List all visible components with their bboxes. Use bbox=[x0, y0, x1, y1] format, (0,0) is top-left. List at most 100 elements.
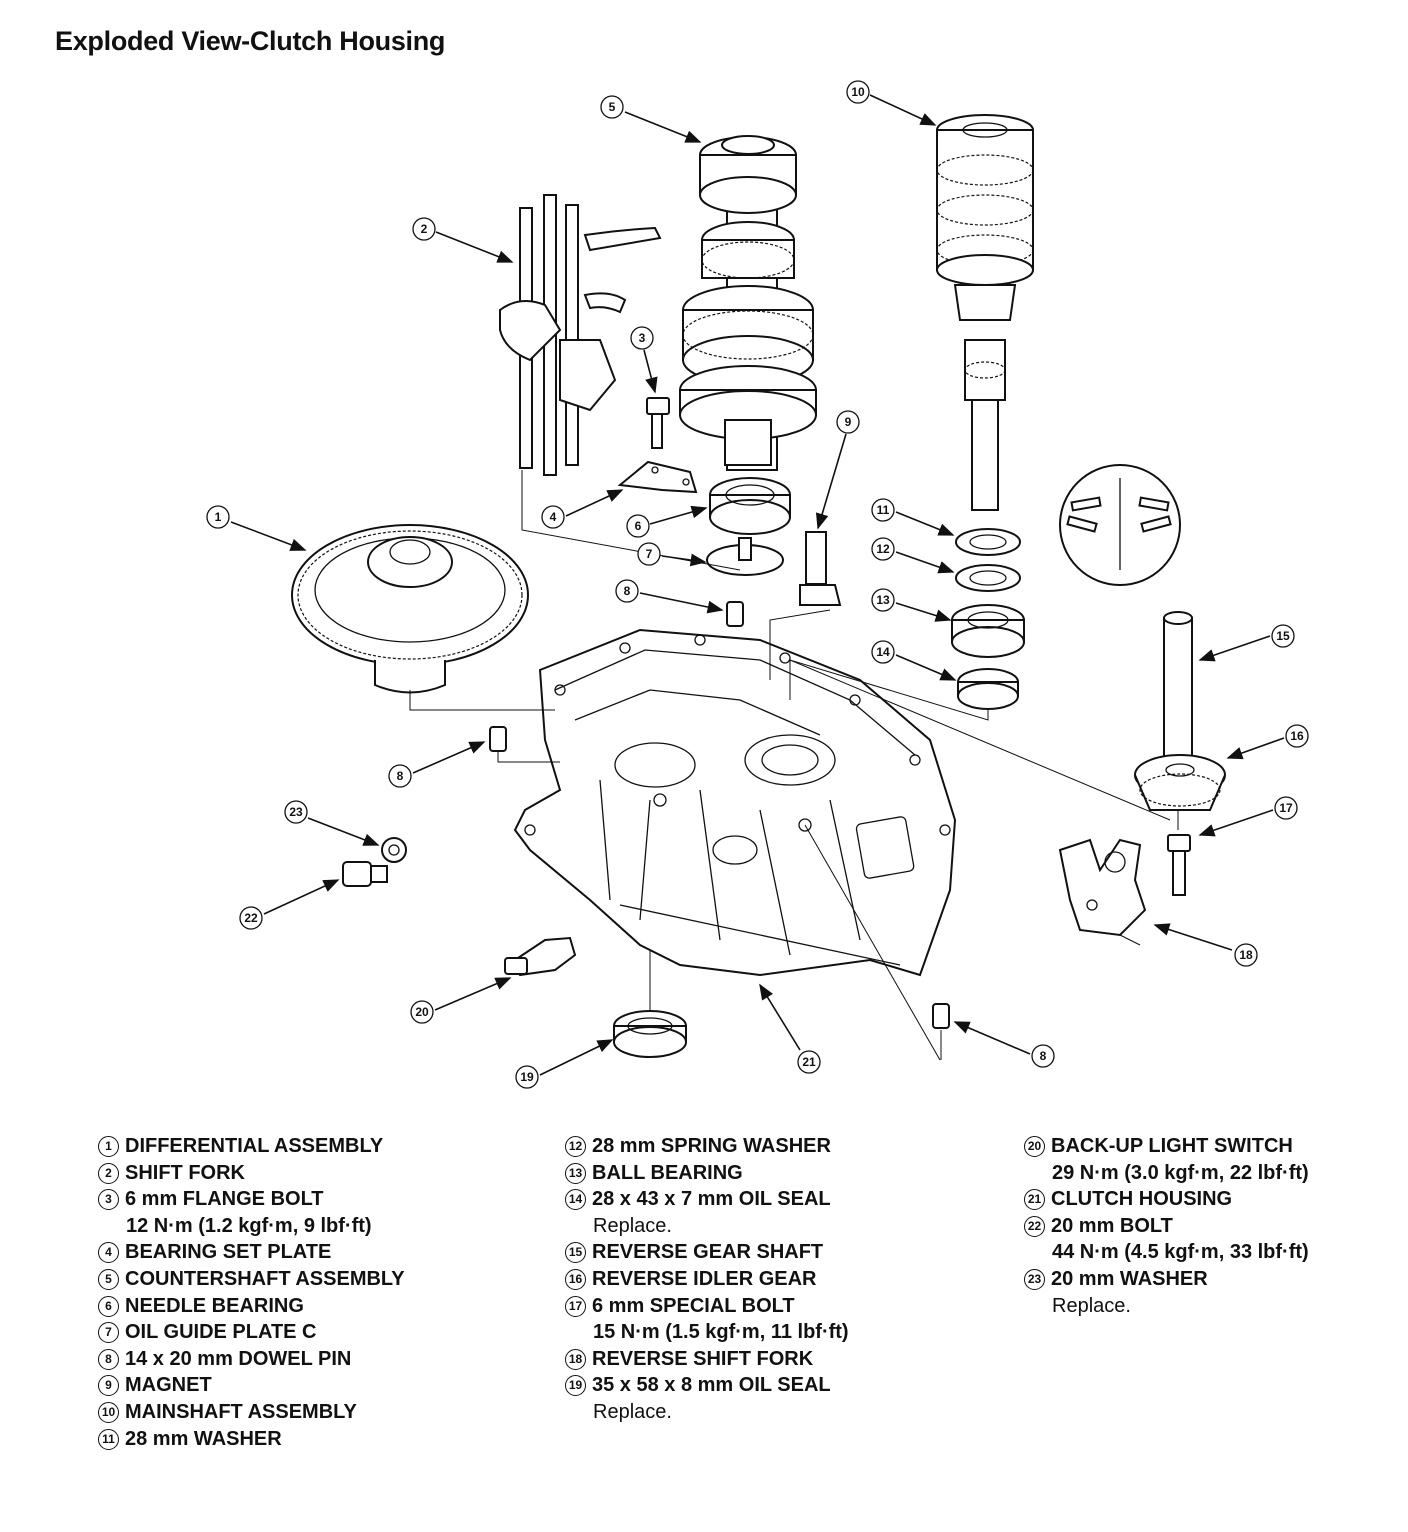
legend-number-badge: 3 bbox=[98, 1189, 119, 1211]
legend-number-badge: 18 bbox=[565, 1348, 586, 1370]
flange-bolt-drawing bbox=[646, 397, 670, 449]
callout-6: 6 bbox=[626, 514, 650, 538]
legend-number-badge: 1 bbox=[98, 1136, 119, 1157]
legend-number-badge: 2 bbox=[98, 1162, 119, 1184]
legend-part-name: OIL GUIDE PLATE C bbox=[125, 1321, 317, 1344]
legend-replace-note: Replace. bbox=[593, 1214, 672, 1237]
svg-text:18: 18 bbox=[1239, 948, 1253, 962]
callout-16: 16 bbox=[1285, 724, 1309, 748]
legend-part-name: COUNTERSHAFT ASSEMBLY bbox=[125, 1267, 405, 1290]
legend-number-badge: 19 bbox=[565, 1375, 586, 1397]
washer-drawings bbox=[955, 528, 1021, 592]
svg-text:1: 1 bbox=[215, 510, 222, 524]
countershaft-assembly-drawing bbox=[679, 135, 817, 471]
legend-part-name: MAGNET bbox=[125, 1374, 212, 1397]
svg-text:6: 6 bbox=[635, 519, 642, 533]
svg-text:17: 17 bbox=[1279, 801, 1293, 815]
legend-item-19: 19 35 x 58 x 8 mm OIL SEAL Replace. bbox=[565, 1372, 849, 1425]
svg-text:12: 12 bbox=[876, 542, 890, 556]
backup-light-switch-drawing bbox=[504, 936, 577, 977]
legend-number-badge: 12 bbox=[565, 1136, 586, 1157]
legend-number-badge: 21 bbox=[1024, 1189, 1045, 1211]
differential-assembly-drawing bbox=[291, 524, 529, 694]
svg-text:8: 8 bbox=[1040, 1049, 1047, 1063]
legend-item-21: 21 CLUTCH HOUSING bbox=[1024, 1186, 1309, 1213]
callout-7: 7 bbox=[637, 542, 661, 566]
svg-text:3: 3 bbox=[639, 331, 646, 345]
svg-text:5: 5 bbox=[609, 100, 616, 114]
legend-part-name: CLUTCH HOUSING bbox=[1051, 1188, 1233, 1211]
legend-number-badge: 17 bbox=[565, 1295, 586, 1317]
callout-2: 2 bbox=[412, 217, 436, 241]
svg-text:9: 9 bbox=[845, 415, 852, 429]
dowel-pin-drawings bbox=[489, 601, 950, 1029]
legend-torque-spec: 29 N·m (3.0 kgf·m, 22 lbf·ft) bbox=[1052, 1161, 1309, 1184]
legend-item-7: 7 OIL GUIDE PLATE C bbox=[98, 1319, 405, 1346]
oil-seal-28-drawing bbox=[957, 668, 1019, 710]
legend-number-badge: 11 bbox=[98, 1428, 119, 1450]
shift-fork-drawing bbox=[499, 194, 662, 476]
reverse-gear-shaft-drawing bbox=[1163, 611, 1193, 759]
bearing-set-plate-drawing bbox=[617, 460, 698, 494]
svg-text:20: 20 bbox=[415, 1005, 429, 1019]
legend-part-name: REVERSE SHIFT FORK bbox=[592, 1347, 814, 1370]
legend-part-name: 28 mm WASHER bbox=[125, 1427, 282, 1450]
reverse-shift-fork-drawing bbox=[1058, 838, 1147, 937]
legend-number-badge: 4 bbox=[98, 1242, 119, 1264]
oil-guide-plate-drawing bbox=[706, 537, 784, 576]
callout-13: 13 bbox=[871, 588, 895, 612]
callout-15: 15 bbox=[1271, 624, 1295, 648]
svg-text:7: 7 bbox=[646, 547, 653, 561]
legend-part-name: REVERSE IDLER GEAR bbox=[592, 1267, 817, 1290]
callout-3: 3 bbox=[630, 326, 654, 350]
legend-item-18: 18 REVERSE SHIFT FORK bbox=[565, 1346, 849, 1373]
callout-8-left: 8 bbox=[388, 764, 412, 788]
callout-19: 19 bbox=[515, 1065, 539, 1089]
legend-part-name: 6 mm SPECIAL BOLT bbox=[592, 1294, 795, 1317]
legend-part-name: 20 mm BOLT bbox=[1051, 1214, 1173, 1237]
svg-text:21: 21 bbox=[802, 1055, 816, 1069]
exploded-view-diagram: 1 2 3 4 5 6 7 8 8 8 9 10 11 12 13 14 15 … bbox=[206, 80, 1309, 1089]
drain-washer-drawing bbox=[381, 837, 407, 863]
callout-22: 22 bbox=[239, 906, 263, 930]
legend-replace-note: Replace. bbox=[1052, 1294, 1131, 1317]
callout-8-top: 8 bbox=[615, 579, 639, 603]
legend-part-name: MAINSHAFT ASSEMBLY bbox=[125, 1400, 357, 1423]
callout-14: 14 bbox=[871, 640, 895, 664]
legend-part-name: NEEDLE BEARING bbox=[125, 1294, 304, 1317]
svg-text:15: 15 bbox=[1276, 629, 1290, 643]
callout-17: 17 bbox=[1274, 796, 1298, 820]
legend-part-name: 20 mm WASHER bbox=[1051, 1267, 1208, 1290]
legend-number-badge: 22 bbox=[1024, 1215, 1045, 1237]
legend-torque-spec: 15 N·m (1.5 kgf·m, 11 lbf·ft) bbox=[593, 1321, 849, 1344]
callout-12: 12 bbox=[871, 537, 895, 561]
callout-21: 21 bbox=[797, 1050, 821, 1074]
svg-text:16: 16 bbox=[1290, 729, 1304, 743]
callout-11: 11 bbox=[871, 498, 895, 522]
legend-number-badge: 20 bbox=[1024, 1136, 1045, 1157]
svg-text:13: 13 bbox=[876, 593, 890, 607]
legend-part-name: 6 mm FLANGE BOLT bbox=[125, 1188, 324, 1211]
page-title: Exploded View-Clutch Housing bbox=[55, 26, 446, 56]
legend-replace-note: Replace. bbox=[593, 1400, 672, 1423]
legend-part-name: 35 x 58 x 8 mm OIL SEAL bbox=[592, 1374, 831, 1397]
callout-9: 9 bbox=[836, 410, 860, 434]
legend-number-badge: 15 bbox=[565, 1242, 586, 1264]
svg-text:8: 8 bbox=[397, 769, 404, 783]
callout-1: 1 bbox=[206, 505, 230, 529]
legend-item-11: 11 28 mm WASHER bbox=[98, 1426, 405, 1453]
legend-number-badge: 5 bbox=[98, 1268, 119, 1290]
legend-number-badge: 7 bbox=[98, 1322, 119, 1344]
